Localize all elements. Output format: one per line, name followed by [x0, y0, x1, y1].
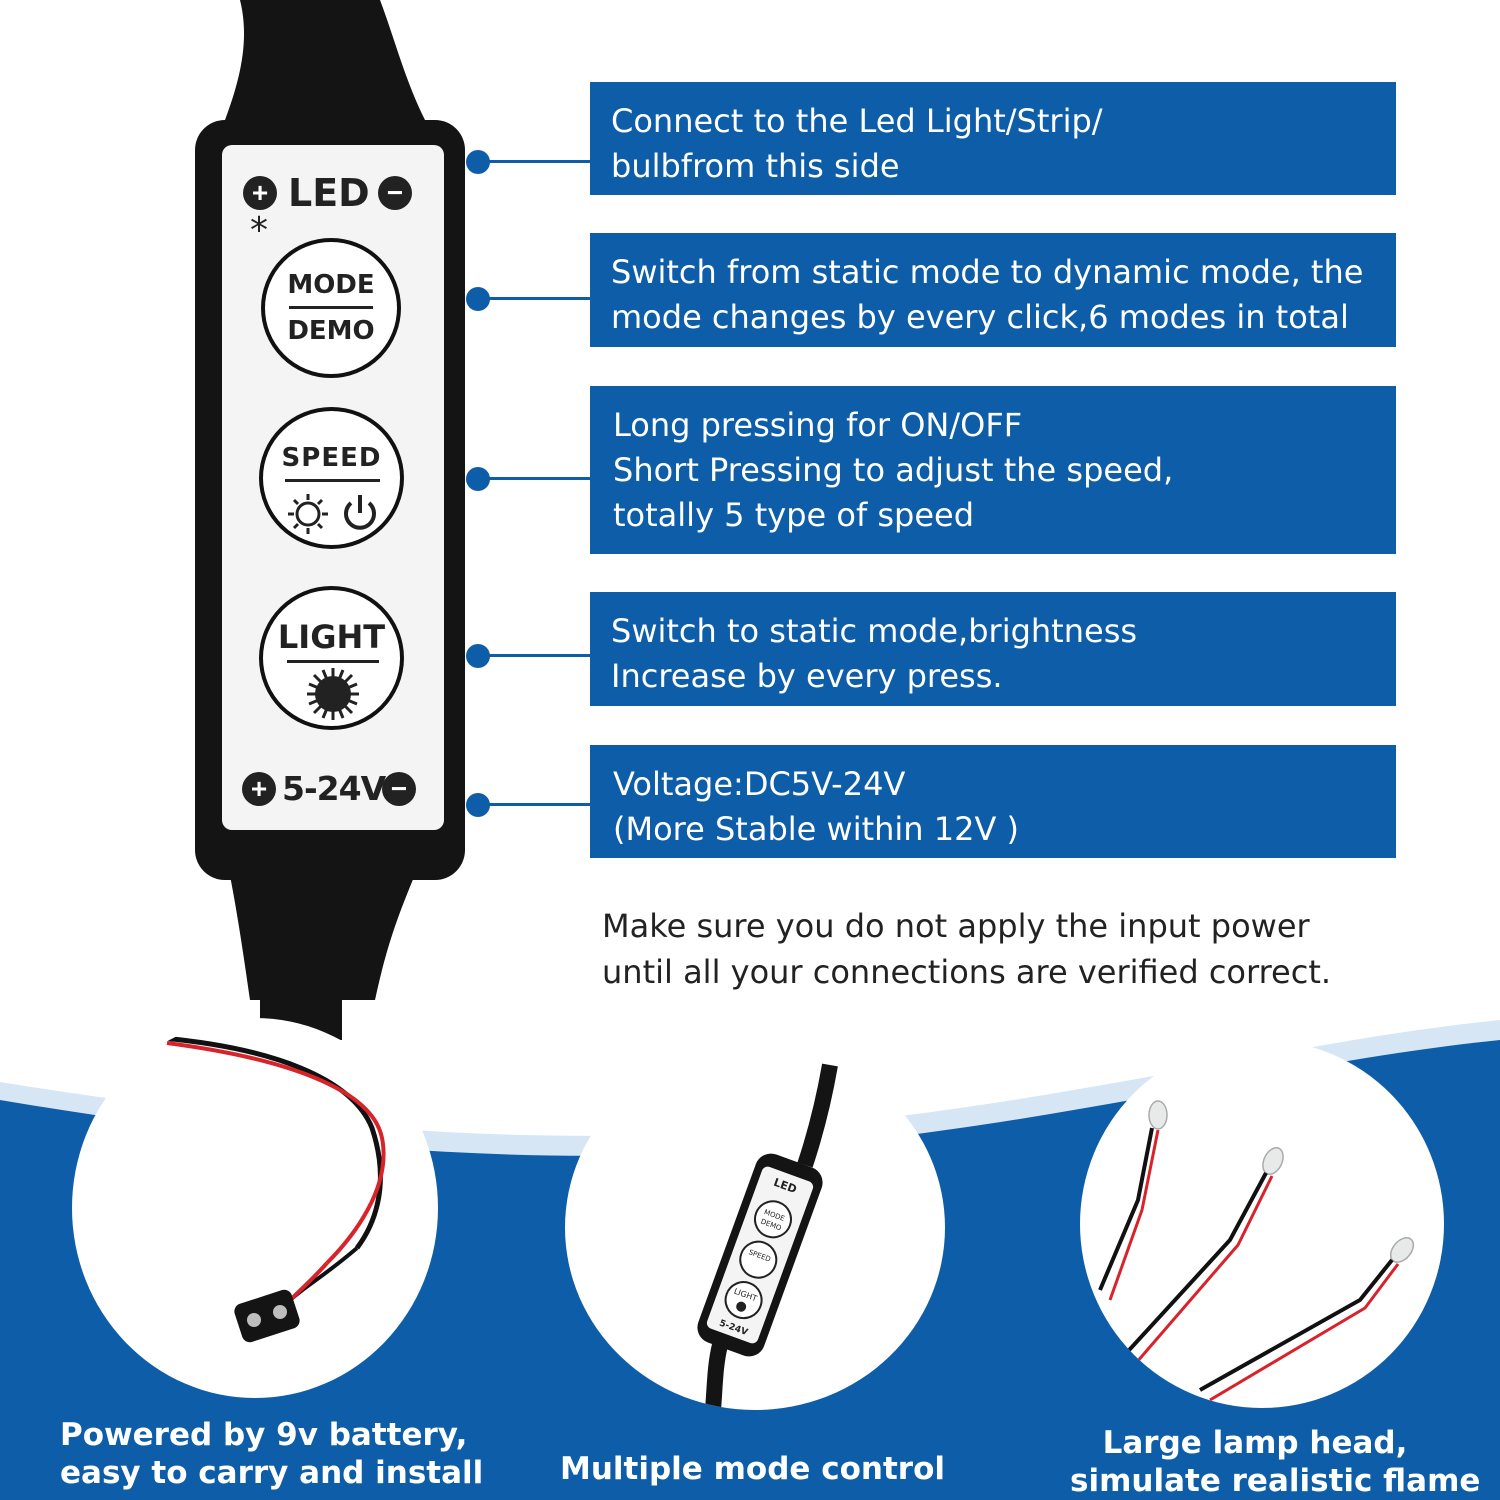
callout-line: Long pressing for ON/OFF: [613, 406, 1023, 444]
warning-line: until all your connections are verified …: [602, 953, 1332, 991]
sun-icon: [288, 494, 328, 534]
callout-line: Connect to the Led Light/Strip/: [611, 102, 1103, 140]
callout-line: bulbfrom this side: [611, 147, 900, 185]
connector-line: [478, 803, 590, 806]
connector-dot: [466, 793, 490, 817]
light-label: LIGHT: [277, 618, 386, 656]
feature-lamp-caption: Large lamp head, simulate realistic flam…: [1070, 1424, 1481, 1500]
plus-terminal-icon: +: [243, 176, 277, 210]
power-icon: [344, 495, 376, 530]
led-label-text: LED: [288, 171, 370, 215]
callout-speed-button: Long pressing for ON/OFF Short Pressing …: [590, 386, 1396, 554]
callout-line: (More Stable within 12V ): [613, 810, 1020, 848]
controller-icon: LED MODE DEMO SPEED LIGHT 5-24V: [697, 1063, 838, 1410]
callout-line: totally 5 type of speed: [613, 496, 975, 534]
plus-terminal-icon: +: [242, 772, 276, 806]
minus-terminal-icon: −: [382, 772, 416, 806]
safety-warning: Make sure you do not apply the input pow…: [602, 903, 1331, 995]
mode-demo-button[interactable]: MODE DEMO: [261, 238, 401, 378]
mode-divider: [289, 306, 373, 309]
callout-line: Switch from static mode to dynamic mode,…: [611, 253, 1364, 291]
callout-mode-button: Switch from static mode to dynamic mode,…: [590, 233, 1396, 347]
caption-line: easy to carry and install: [60, 1455, 484, 1491]
feature-lamp-circle: [1080, 1040, 1444, 1408]
feature-battery-caption: Powered by 9v battery, easy to carry and…: [60, 1416, 484, 1492]
light-divider: [287, 660, 379, 663]
light-button[interactable]: LIGHT: [259, 586, 404, 730]
connector-dot: [466, 467, 490, 491]
speed-divider: [285, 479, 380, 482]
voltage-label-text: 5-24V: [282, 769, 386, 808]
mode-label: MODE: [287, 270, 375, 300]
warning-line: Make sure you do not apply the input pow…: [602, 907, 1310, 945]
connector-line: [478, 654, 590, 657]
callout-voltage: Voltage:DC5V-24V (More Stable within 12V…: [590, 745, 1396, 858]
speed-label: SPEED: [281, 443, 382, 473]
callout-led-output: Connect to the Led Light/Strip/ bulbfrom…: [590, 82, 1396, 195]
brightness-icon: [307, 668, 359, 720]
connector-dot: [466, 287, 490, 311]
caption-line: Multiple mode control: [560, 1451, 946, 1487]
callout-line: mode changes by every click,6 modes in t…: [611, 298, 1349, 336]
led-output-label: + LED −: [240, 168, 420, 218]
connector-dot: [466, 644, 490, 668]
callout-light-button: Switch to static mode,brightness Increas…: [590, 592, 1396, 706]
voltage-input-label: + 5-24V −: [240, 764, 430, 814]
feature-battery-circle: [72, 1018, 438, 1398]
connector-line: [478, 477, 590, 480]
connector-dot: [466, 150, 490, 174]
caption-line: Large lamp head,: [1102, 1425, 1408, 1461]
led-bulbs-icon: [1098, 1100, 1415, 1402]
connector-line: [478, 297, 590, 300]
callout-line: Voltage:DC5V-24V: [613, 765, 906, 803]
asterisk-mark: *: [250, 210, 268, 251]
caption-line: Powered by 9v battery,: [60, 1417, 468, 1453]
minus-terminal-icon: −: [378, 176, 412, 210]
connector-line: [478, 160, 590, 163]
caption-line: simulate realistic flame: [1070, 1463, 1481, 1499]
callout-line: Short Pressing to adjust the speed,: [613, 451, 1174, 489]
feature-mode-circle: LED MODE DEMO SPEED LIGHT 5-24V: [565, 1045, 945, 1410]
callout-line: Increase by every press.: [611, 657, 1003, 695]
speed-button[interactable]: SPEED: [259, 407, 404, 549]
demo-label: DEMO: [287, 316, 375, 346]
callout-line: Switch to static mode,brightness: [611, 612, 1138, 650]
feature-mode-caption: Multiple mode control: [560, 1450, 946, 1488]
battery-clip-icon: [161, 1035, 386, 1343]
